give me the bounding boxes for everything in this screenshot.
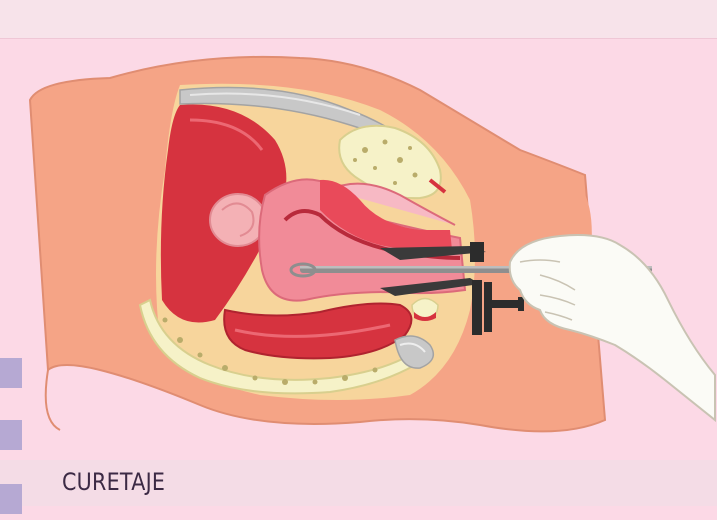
caption-title: CURETAJE — [62, 468, 165, 496]
side-square-middle — [0, 420, 22, 450]
side-square-top — [0, 358, 22, 388]
ovary — [210, 194, 266, 246]
side-square-bottom — [0, 484, 22, 514]
